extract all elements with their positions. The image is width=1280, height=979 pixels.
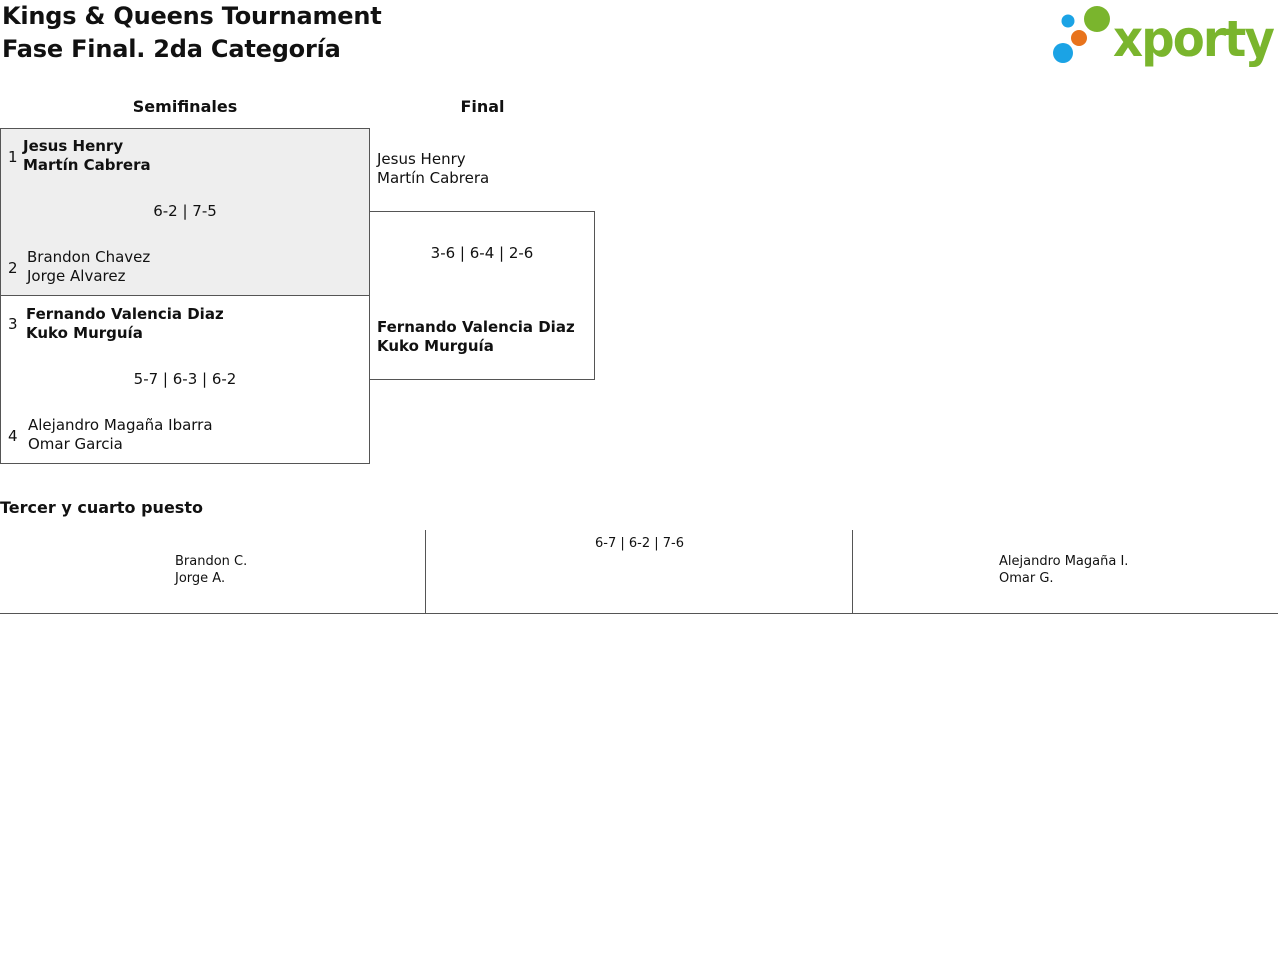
player-name: Fernando Valencia Diaz xyxy=(26,305,224,323)
player-name: Jorge A. xyxy=(175,571,226,586)
logo-dot-blue-large-icon xyxy=(1053,43,1073,63)
third-place-score-cell: 6-7 | 6-2 | 7-6 xyxy=(426,530,853,614)
xporty-logo: xporty xyxy=(1050,4,1278,68)
third-place-header: Tercer y cuarto puesto xyxy=(0,498,203,517)
tournament-subtitle: Fase Final. 2da Categoría xyxy=(2,35,341,63)
player-name: Brandon C. xyxy=(175,554,248,569)
final-team-b-winner: Fernando Valencia Diaz Kuko Murguía xyxy=(377,318,575,356)
seed-number: 3 xyxy=(8,315,18,333)
round-header-final: Final xyxy=(460,97,505,116)
tournament-title: Kings & Queens Tournament xyxy=(2,2,382,30)
final-match: 3-6 | 6-4 | 2-6 Fernando Valencia Diaz K… xyxy=(369,211,595,380)
team-pair-winner: Jesus Henry Martín Cabrera xyxy=(23,137,151,175)
logo-wordmark: xporty xyxy=(1113,10,1274,68)
third-place-team-b-cell: Alejandro Magaña I. Omar G. xyxy=(852,530,1278,614)
player-name: Alejandro Magaña Ibarra xyxy=(28,416,213,434)
player-name: Omar G. xyxy=(999,571,1054,586)
semifinal-match-2: 3 Fernando Valencia Diaz Kuko Murguía 5-… xyxy=(0,295,370,464)
player-name: Brandon Chavez xyxy=(27,248,151,266)
match-score: 6-2 | 7-5 xyxy=(153,202,217,220)
player-name: Jesus Henry xyxy=(23,137,124,155)
logo-dot-blue-small-icon xyxy=(1061,14,1075,28)
player-name: Kuko Murguía xyxy=(26,324,143,342)
xporty-dots-logo-icon: xporty xyxy=(1053,6,1276,68)
match-score: 6-7 | 6-2 | 7-6 xyxy=(595,536,684,551)
logo-dot-green-icon xyxy=(1084,6,1110,32)
match-score: 3-6 | 6-4 | 2-6 xyxy=(430,244,534,262)
team-pair-winner: Fernando Valencia Diaz Kuko Murguía xyxy=(26,305,224,343)
player-name: Jesus Henry xyxy=(377,150,466,168)
team-pair: Alejandro Magaña I. Omar G. xyxy=(999,553,1128,587)
player-name: Fernando Valencia Diaz xyxy=(377,318,575,336)
player-name: Jorge Alvarez xyxy=(27,267,126,285)
seed-number: 4 xyxy=(8,427,18,445)
logo-dot-orange-icon xyxy=(1071,30,1087,46)
player-name: Alejandro Magaña I. xyxy=(999,554,1129,569)
player-name: Kuko Murguía xyxy=(377,337,494,355)
team-pair: Brandon Chavez Jorge Alvarez xyxy=(27,248,150,286)
round-header-semifinals: Semifinales xyxy=(132,97,238,116)
final-team-a: Jesus Henry Martín Cabrera xyxy=(377,150,489,188)
player-name: Martín Cabrera xyxy=(377,169,490,187)
third-place-team-a-cell: Brandon C. Jorge A. xyxy=(0,530,426,614)
match-score: 5-7 | 6-3 | 6-2 xyxy=(133,370,237,388)
team-pair: Brandon C. Jorge A. xyxy=(175,553,247,587)
seed-number: 2 xyxy=(8,259,18,277)
player-name: Omar Garcia xyxy=(28,435,123,453)
semifinal-match-1: 1 Jesus Henry Martín Cabrera 6-2 | 7-5 2… xyxy=(0,128,370,296)
team-pair: Alejandro Magaña Ibarra Omar Garcia xyxy=(28,416,213,454)
player-name: Martín Cabrera xyxy=(23,156,151,174)
seed-number: 1 xyxy=(8,148,18,166)
